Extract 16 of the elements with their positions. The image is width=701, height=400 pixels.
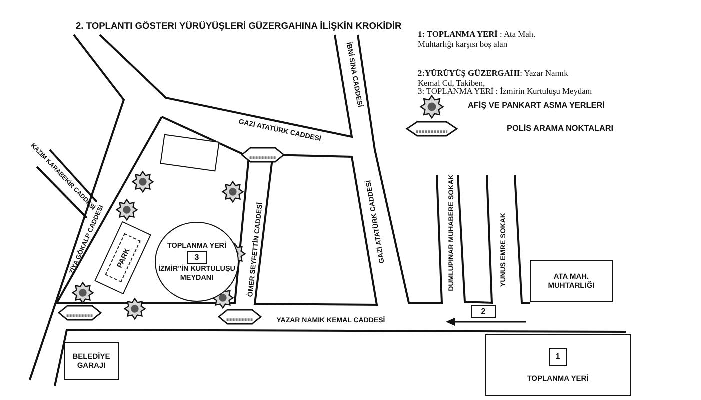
legend-note: 3: TOPLANMA YERİ : İzmirin Kurtuluşu Meydanı (418, 87, 594, 97)
building-box (64, 342, 119, 380)
number-box (187, 251, 207, 264)
legend-note: 2:YÜRÜYÜŞ GÜZERGAHI: Yazar Namık Kemal Cd, Takiben, (418, 69, 570, 88)
node-text: 2 (481, 306, 486, 316)
node-text: 1 (556, 352, 560, 362)
building-box (530, 260, 613, 302)
map-title: 2. TOPLANTI GÖSTERI YÜRÜYÜŞLERİ GÜZERGAHINA İLİŞKİN KROKİDİR (76, 21, 402, 31)
legend-note: 1: TOPLANMA YERİ : Ata Mah. Muhtarlığı karşısı boş alan (418, 30, 537, 50)
legend-text: AFİŞ VE PANKART ASMA YERLERİ (468, 101, 605, 110)
node-text: 3 (194, 252, 200, 262)
number-box (471, 305, 496, 318)
meeting-place-box (485, 334, 631, 396)
number-box (549, 348, 567, 366)
building-box (160, 134, 220, 172)
legend-text: POLİS ARAMA NOKTALARI (507, 124, 614, 133)
